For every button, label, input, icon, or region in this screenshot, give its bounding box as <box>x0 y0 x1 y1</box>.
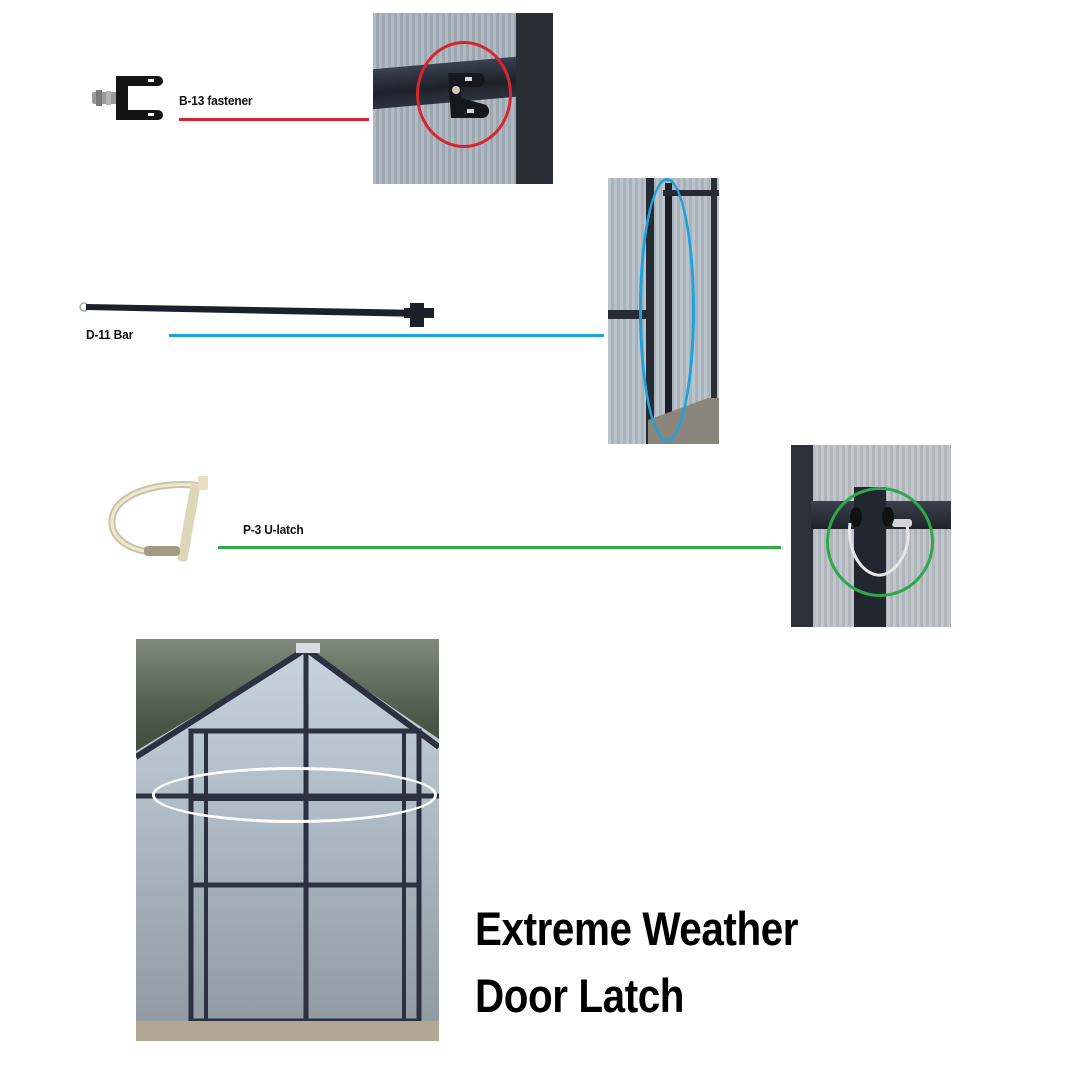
bar-label: D-11 Bar <box>86 327 134 342</box>
latch-installed-photo <box>791 445 951 627</box>
bar-product-image <box>76 298 436 328</box>
door-frame-post <box>516 13 553 184</box>
fastener-connector-line <box>179 118 369 121</box>
greenhouse-structure-icon <box>136 643 439 1041</box>
door-frame-right <box>711 178 717 444</box>
bar-connector-line <box>169 334 604 337</box>
cross-rail <box>608 310 654 319</box>
top-rail <box>663 190 719 196</box>
latch-label: P-3 U-latch <box>243 522 304 537</box>
side-frame-post <box>791 445 813 627</box>
latch-connector-line <box>218 546 781 549</box>
fastener-highlight-circle <box>416 41 512 148</box>
greenhouse-bar-highlight-ellipse <box>152 767 437 823</box>
fastener-label: B-13 fastener <box>179 93 253 108</box>
title-line-2: Door Latch <box>475 969 685 1022</box>
p3-u-latch-icon <box>108 476 208 562</box>
title-line-1: Extreme Weather <box>475 902 799 955</box>
latch-highlight-circle <box>826 487 934 597</box>
b13-fastener-icon <box>92 76 163 120</box>
fastener-installed-photo <box>373 13 553 184</box>
bar-installed-photo <box>608 178 719 444</box>
bar-highlight-ellipse <box>639 178 695 442</box>
greenhouse-overview-photo <box>136 639 439 1041</box>
fastener-product-image <box>88 72 164 124</box>
d11-bar-icon <box>79 302 434 327</box>
latch-product-image <box>104 472 214 570</box>
